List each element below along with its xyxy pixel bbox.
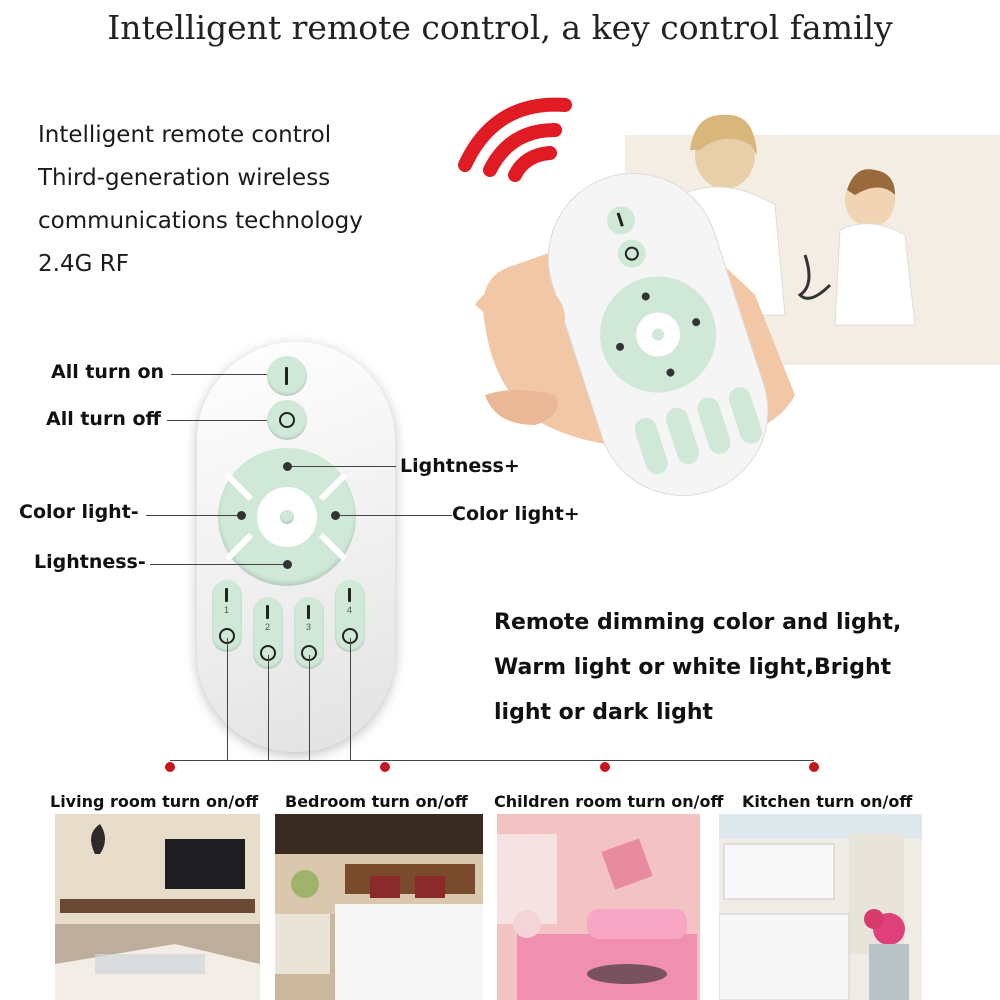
group-connector bbox=[227, 638, 228, 760]
room-marker bbox=[600, 762, 610, 772]
group-connector bbox=[350, 638, 351, 760]
center-button[interactable] bbox=[280, 510, 294, 524]
leader-line bbox=[167, 420, 267, 421]
on-glyph bbox=[348, 588, 351, 602]
room-label-bedroom: Bedroom turn on/off bbox=[285, 792, 468, 811]
power-off-icon bbox=[279, 412, 295, 428]
feature-line: Intelligent remote control bbox=[38, 122, 332, 148]
callout-color-minus: Color light- bbox=[19, 501, 139, 523]
children-room-image bbox=[497, 814, 700, 1000]
power-on-icon bbox=[285, 367, 288, 385]
bedroom-image bbox=[275, 814, 483, 1000]
on-glyph bbox=[307, 605, 310, 619]
wifi-signal-icon bbox=[458, 97, 572, 182]
room-connector-line bbox=[170, 760, 814, 761]
group-number: 1 bbox=[224, 605, 230, 615]
description: Remote dimming color and light, Warm lig… bbox=[494, 600, 901, 735]
callout-all-on: All turn on bbox=[51, 361, 165, 383]
kitchen-image bbox=[719, 814, 922, 1000]
leader-line bbox=[150, 564, 283, 565]
group-number: 3 bbox=[306, 622, 312, 632]
feature-line: 2.4G RF bbox=[38, 251, 129, 277]
living-room-image bbox=[55, 814, 260, 1000]
description-line: Warm light or white light,Bright bbox=[494, 655, 892, 680]
room-label-kitchen: Kitchen turn on/off bbox=[742, 792, 913, 811]
color-minus-button[interactable] bbox=[237, 511, 246, 520]
room-marker bbox=[809, 762, 819, 772]
all-on-button[interactable] bbox=[267, 356, 307, 396]
on-glyph bbox=[225, 588, 228, 602]
leader-line bbox=[292, 466, 396, 467]
leader-line bbox=[146, 515, 237, 516]
lightness-plus-button[interactable] bbox=[283, 462, 292, 471]
leader-line bbox=[340, 515, 452, 516]
callout-lightness-minus: Lightness- bbox=[34, 551, 146, 573]
room-label-living: Living room turn on/off bbox=[50, 792, 259, 811]
feature-line: communications technology bbox=[38, 208, 363, 234]
lightness-minus-button[interactable] bbox=[283, 560, 292, 569]
room-marker bbox=[380, 762, 390, 772]
room-marker bbox=[165, 762, 175, 772]
group-number: 2 bbox=[265, 622, 271, 632]
group-connector bbox=[309, 655, 310, 760]
group-number: 4 bbox=[347, 605, 353, 615]
on-glyph bbox=[266, 605, 269, 619]
description-line: light or dark light bbox=[494, 700, 714, 725]
all-off-button[interactable] bbox=[267, 400, 307, 440]
hero-illustration bbox=[458, 97, 1000, 497]
callout-color-plus: Color light+ bbox=[452, 503, 580, 525]
callout-lightness-plus: Lightness+ bbox=[400, 455, 520, 477]
color-plus-button[interactable] bbox=[331, 511, 340, 520]
feature-line: Third-generation wireless bbox=[38, 165, 331, 191]
group-connector bbox=[268, 655, 269, 760]
page-title: Intelligent remote control, a key contro… bbox=[107, 8, 893, 47]
description-line: Remote dimming color and light, bbox=[494, 610, 902, 635]
group-1-button[interactable]: 1 bbox=[212, 580, 242, 652]
leader-line bbox=[171, 374, 267, 375]
room-label-children: Children room turn on/off bbox=[494, 792, 724, 811]
feature-list: Intelligent remote control Third-generat… bbox=[38, 114, 363, 286]
callout-all-off: All turn off bbox=[46, 408, 161, 430]
